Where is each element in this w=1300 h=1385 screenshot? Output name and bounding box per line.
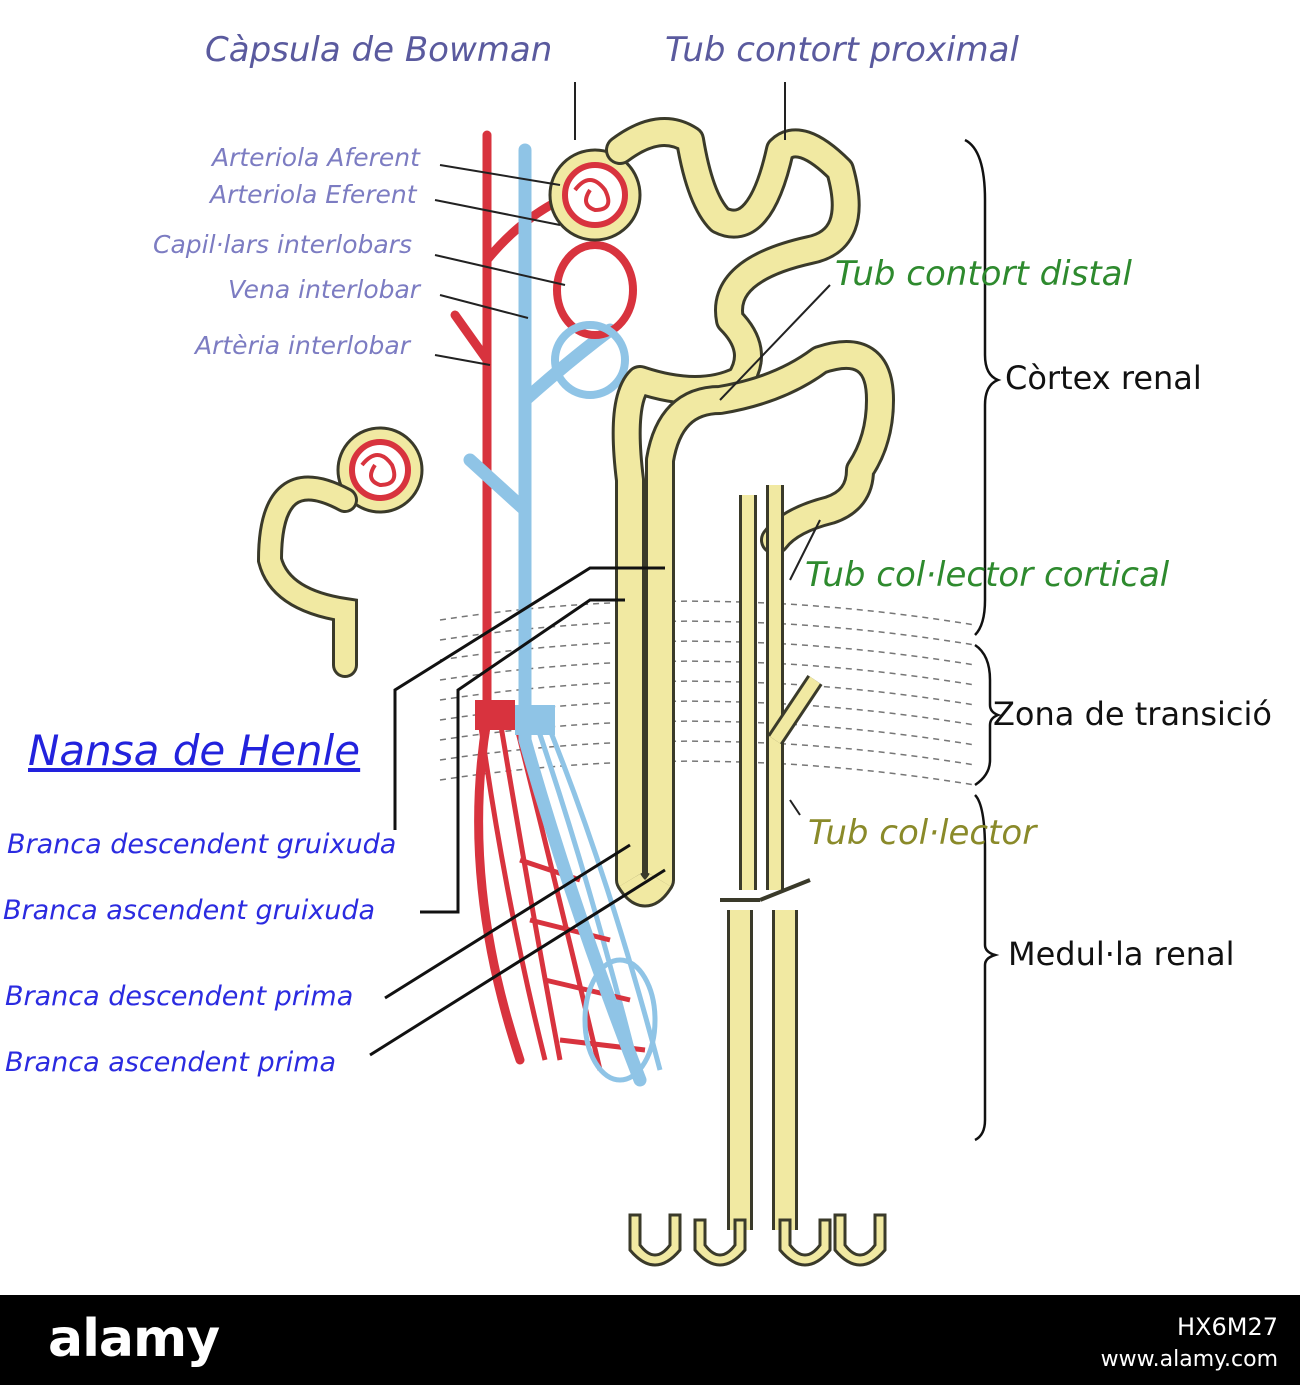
image-id-text: HX6M27 xyxy=(1176,1313,1278,1341)
label-branca-descendent-gruixuda: Branca descendent gruixuda xyxy=(7,829,397,860)
henle-leader-lines xyxy=(369,566,666,1057)
papillary-duct-openings xyxy=(628,1213,887,1267)
label-branca-ascendent-prima: Branca ascendent prima xyxy=(5,1047,337,1078)
label-medul-la-renal: Medul·la renal xyxy=(1008,935,1235,973)
label-zona-transicio: Zona de transició xyxy=(993,695,1272,733)
transition-zone-band xyxy=(439,600,976,786)
label-capsula-bowman: Càpsula de Bowman xyxy=(205,30,553,70)
site-url-text: www.alamy.com xyxy=(1100,1347,1278,1372)
bowman-capsule-left xyxy=(336,426,424,514)
artery-junction xyxy=(475,700,515,730)
label-branca-ascendent-gruixuda: Branca ascendent gruixuda xyxy=(3,895,376,926)
label-tub-collector: Tub col·lector xyxy=(808,813,1037,853)
label-arteriola-eferent: Arteriola Eferent xyxy=(210,180,417,209)
label-branca-descendent-prima: Branca descendent prima xyxy=(5,981,354,1012)
leader-lines xyxy=(434,82,831,816)
label-nansa-henle: Nansa de Henle xyxy=(28,726,361,775)
label-capil-lars-interlobars: Capil·lars interlobars xyxy=(153,230,412,259)
label-vena-interlobar: Vena interlobar xyxy=(228,275,421,304)
collecting-ducts xyxy=(720,485,823,1230)
peritubular-capillaries xyxy=(551,241,637,399)
label-arteria-interlobar: Artèria interlobar xyxy=(195,331,411,360)
region-braces xyxy=(964,138,1002,1142)
nephron-diagram xyxy=(256,82,1002,1267)
label-tub-contort-distal: Tub contort distal xyxy=(835,254,1132,294)
label-tub-contort-proximal: Tub contort proximal xyxy=(665,30,1019,70)
label-cortex-renal: Còrtex renal xyxy=(1005,359,1202,397)
brand-logo: alamy xyxy=(48,1309,220,1369)
vein-junction xyxy=(515,705,555,735)
bowman-capsule-upper xyxy=(548,148,642,242)
watermark-footer: alamy HX6M27 www.alamy.com xyxy=(0,1295,1300,1385)
label-tub-collector-cortical: Tub col·lector cortical xyxy=(805,555,1170,595)
label-arteriola-aferent: Arteriola Aferent xyxy=(212,143,420,172)
